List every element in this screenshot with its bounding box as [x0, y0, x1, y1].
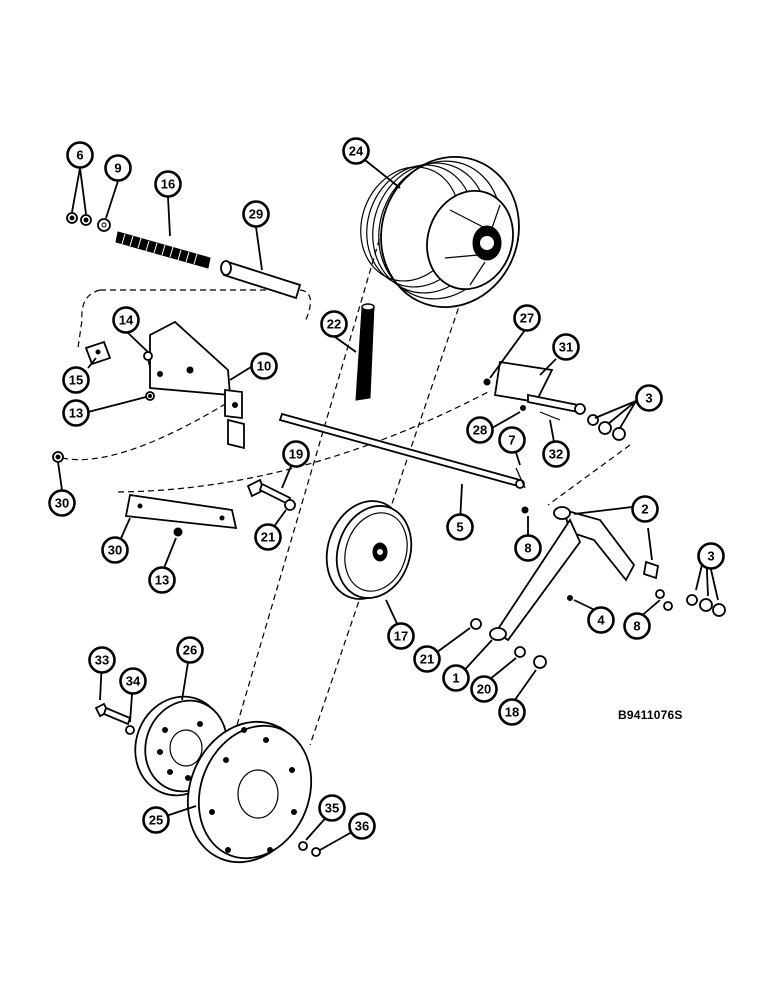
- svg-text:27: 27: [520, 311, 534, 326]
- callout-35-right: 35: [318, 794, 346, 822]
- leader-lines: [57, 159, 719, 851]
- svg-text:7: 7: [508, 433, 515, 448]
- svg-text:24: 24: [349, 144, 364, 159]
- callout-19: 19: [282, 440, 310, 468]
- svg-text:30: 30: [108, 543, 122, 558]
- svg-text:9: 9: [114, 161, 121, 176]
- bracket-10: [149, 320, 245, 450]
- svg-text:35: 35: [325, 801, 339, 816]
- svg-text:13: 13: [155, 573, 169, 588]
- callout-3-right: 3: [697, 542, 725, 570]
- callout-8-right: 8: [623, 612, 651, 640]
- pin-7: [515, 467, 526, 489]
- callout-6: 6: [66, 141, 94, 169]
- callout-32: 31: [552, 333, 580, 361]
- arm-assembly: [470, 506, 726, 669]
- rod-5: [278, 412, 529, 514]
- callout-33: 32: [542, 440, 570, 468]
- callout-10: 10: [250, 352, 278, 380]
- svg-text:8: 8: [524, 541, 531, 556]
- callout-13-top: 13: [62, 399, 90, 427]
- hardware-34-35-36: [94, 702, 321, 857]
- hardware-6-9: [66, 212, 111, 232]
- svg-text:2: 2: [641, 502, 648, 517]
- bracket-32: [483, 360, 626, 441]
- callout-13-bottom: 13: [148, 566, 176, 594]
- svg-text:4: 4: [597, 613, 605, 628]
- callout-27: 27: [513, 304, 541, 332]
- svg-text:26: 26: [183, 643, 197, 658]
- callout-15: 15: [62, 366, 90, 394]
- callout-1: 1: [442, 664, 470, 692]
- callout-7: 7: [498, 426, 526, 454]
- svg-text:17: 17: [394, 629, 408, 644]
- svg-text:15: 15: [69, 373, 83, 388]
- callout-5: 5: [446, 513, 474, 541]
- callout-18: 18: [498, 698, 526, 726]
- callout-34: 33: [88, 646, 116, 674]
- svg-text:33: 33: [95, 653, 109, 668]
- svg-text:20: 20: [477, 682, 491, 697]
- bolt-19: [246, 478, 296, 511]
- callouts: 6 9 16 29 24 22 14 10 15 13 30 27 31 28 …: [48, 137, 725, 840]
- pulley-17: [325, 500, 413, 600]
- callout-30: 30: [101, 536, 129, 564]
- svg-text:19: 19: [289, 447, 303, 462]
- callout-21-right: 21: [413, 645, 441, 673]
- callout-29: 29: [242, 200, 270, 228]
- spring-16: [115, 231, 211, 269]
- callout-9: 9: [104, 154, 132, 182]
- callout-25: 25: [142, 806, 170, 834]
- pulley-24: [360, 155, 520, 309]
- callout-35-left: 34: [119, 667, 147, 695]
- svg-text:3: 3: [645, 391, 652, 406]
- callout-3-top: 3: [635, 384, 663, 412]
- roller-22: [355, 303, 375, 401]
- svg-text:21: 21: [261, 530, 275, 545]
- callout-26: 26: [176, 636, 204, 664]
- svg-text:34: 34: [126, 674, 141, 689]
- callout-20: 20: [470, 675, 498, 703]
- callout-21-left: 21: [254, 523, 282, 551]
- svg-text:21: 21: [420, 652, 434, 667]
- svg-text:25: 25: [149, 813, 163, 828]
- callout-16: 16: [154, 170, 182, 198]
- callout-24: 24: [342, 137, 370, 165]
- svg-text:22: 22: [327, 317, 341, 332]
- svg-text:6: 6: [76, 148, 83, 163]
- hardware-13-14-15: [52, 340, 155, 463]
- svg-text:1: 1: [452, 671, 459, 686]
- callout-31: 30: [48, 489, 76, 517]
- svg-text:3: 3: [707, 549, 714, 564]
- svg-text:16: 16: [161, 177, 175, 192]
- callout-8-center: 8: [514, 534, 542, 562]
- callout-4: 4: [587, 606, 615, 634]
- callout-14: 14: [112, 306, 140, 334]
- bracket-30: [124, 493, 238, 537]
- svg-text:5: 5: [456, 520, 463, 535]
- svg-text:18: 18: [505, 705, 519, 720]
- callout-17: 17: [387, 622, 415, 650]
- callout-36: 36: [348, 812, 376, 840]
- tube-29: [220, 260, 302, 300]
- svg-text:14: 14: [119, 313, 134, 328]
- svg-text:13: 13: [69, 406, 83, 421]
- svg-text:10: 10: [257, 359, 271, 374]
- svg-text:36: 36: [355, 819, 369, 834]
- svg-text:30: 30: [55, 496, 69, 511]
- callout-2: 2: [631, 495, 659, 523]
- drawing-number: B9411076S: [618, 708, 683, 722]
- svg-text:8: 8: [633, 619, 640, 634]
- pulley-25: [186, 720, 313, 864]
- svg-text:31: 31: [559, 340, 573, 355]
- callout-28: 28: [466, 416, 494, 444]
- svg-text:32: 32: [549, 447, 563, 462]
- svg-text:28: 28: [473, 423, 487, 438]
- callout-22: 22: [320, 310, 348, 338]
- svg-text:29: 29: [249, 207, 263, 222]
